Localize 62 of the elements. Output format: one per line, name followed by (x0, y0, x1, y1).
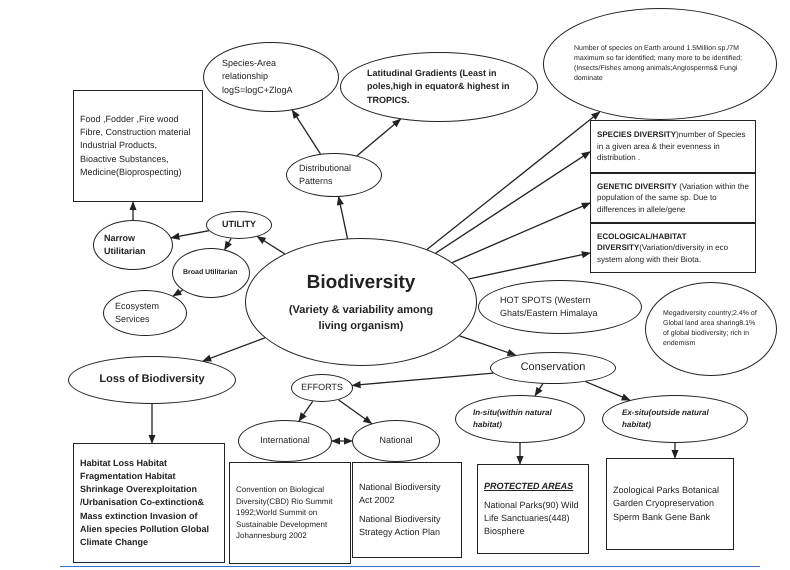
node-text: National Biodiversity Strategy Action Plan (359, 513, 442, 540)
node-text: SPECIES DIVERSITY)number of Species in a given area & their evenness in distribution . (597, 129, 747, 164)
node-text: Food ,Fodder ,Fire wood Fibre, Construction material Industrial Products, Bioactive Substances, Medicine(Bioprospecting) (80, 113, 192, 179)
ellipse-node (172, 248, 250, 298)
text-box (590, 120, 756, 173)
node-text: National (379, 434, 413, 448)
arrow (469, 251, 591, 280)
arrow (516, 443, 524, 465)
arrow (298, 400, 314, 422)
heading-text: PROTECTED AREAS (484, 480, 574, 493)
node-text: GENETIC DIVERSITY (Variation within the population of the same sp. Due to differences in allele/gene (597, 180, 749, 216)
node-text: HOT SPOTS (Western Ghats/Eastern Himalaya (500, 294, 599, 320)
text-box (73, 443, 225, 563)
title-text: Biodiversity (306, 271, 416, 296)
node-text: ECOLOGICAL/HABITAT DIVERSITY(Variation/diversity in eco system along with their Biota. (597, 230, 730, 266)
node-text: UTILITY (222, 218, 256, 232)
node-text: Convention on Biological Diversity(CBD) Rio Summit 1992;World Summit on Sustainable Development Johannesburg 2002 (236, 484, 334, 542)
node-text: National Parks(90) Wild Life Sanctuaries(448) Biosphere (484, 498, 580, 538)
arrow (356, 118, 402, 156)
text-box (606, 458, 734, 550)
arrow (224, 238, 232, 250)
arrow (352, 372, 494, 388)
text-box (73, 90, 203, 202)
arrow (336, 196, 348, 239)
arrow (452, 202, 591, 264)
arrow (170, 230, 209, 240)
arrow (435, 151, 591, 254)
text-box (229, 462, 351, 564)
arrow (671, 443, 679, 459)
arrow (426, 111, 600, 250)
text-box (477, 464, 589, 554)
arrow (338, 399, 372, 424)
arrow (292, 109, 321, 154)
node-text: National Biodiversity Act 2002 (359, 480, 442, 507)
node-text: Species-Area relationship logS=logC+ZlogA (222, 57, 294, 97)
node-text: Habitat Loss Habitat Fragmentation Habitat Shrinkage Overexploitation /Urbanisation Co-extinction& Mass extinction Invasion of Alien species Pollution Global Climate Change (80, 457, 210, 549)
text-box (590, 173, 756, 223)
arrow (331, 437, 353, 445)
arrow (534, 383, 544, 396)
node-text: Ex-situ(outside natural habitat) (622, 407, 710, 431)
node-text: (Variety & variability among living organism) (288, 302, 434, 334)
arrow (172, 288, 183, 296)
arrow (585, 381, 631, 401)
text-box (590, 223, 756, 273)
node-text: International (260, 434, 310, 448)
ellipse-node (206, 211, 272, 239)
node-text: Narrow Utilitarian (104, 232, 147, 258)
arrow (202, 337, 266, 362)
node-text: Conservation (520, 360, 586, 376)
node-text: Latitudinal Gradients (Least in poles,high in equator& highest in TROPICS. (367, 67, 511, 107)
arrow (256, 236, 285, 254)
node-text: Zoological Parks Botanical Garden Cryopreservation Sperm Bank Gene Bank (613, 484, 720, 524)
arrow (129, 201, 137, 220)
ellipse-node (93, 220, 173, 270)
arrow (459, 335, 516, 356)
node-text: Loss of Biodiversity (99, 372, 205, 388)
node-text: In-situ(within natural habitat) (473, 407, 553, 431)
node-text: EFFORTS (301, 381, 343, 394)
node-text: Distributional Patterns (299, 162, 352, 188)
node-text: Ecosystem Services (115, 300, 160, 326)
arrow (148, 404, 156, 444)
text-box (352, 462, 462, 558)
